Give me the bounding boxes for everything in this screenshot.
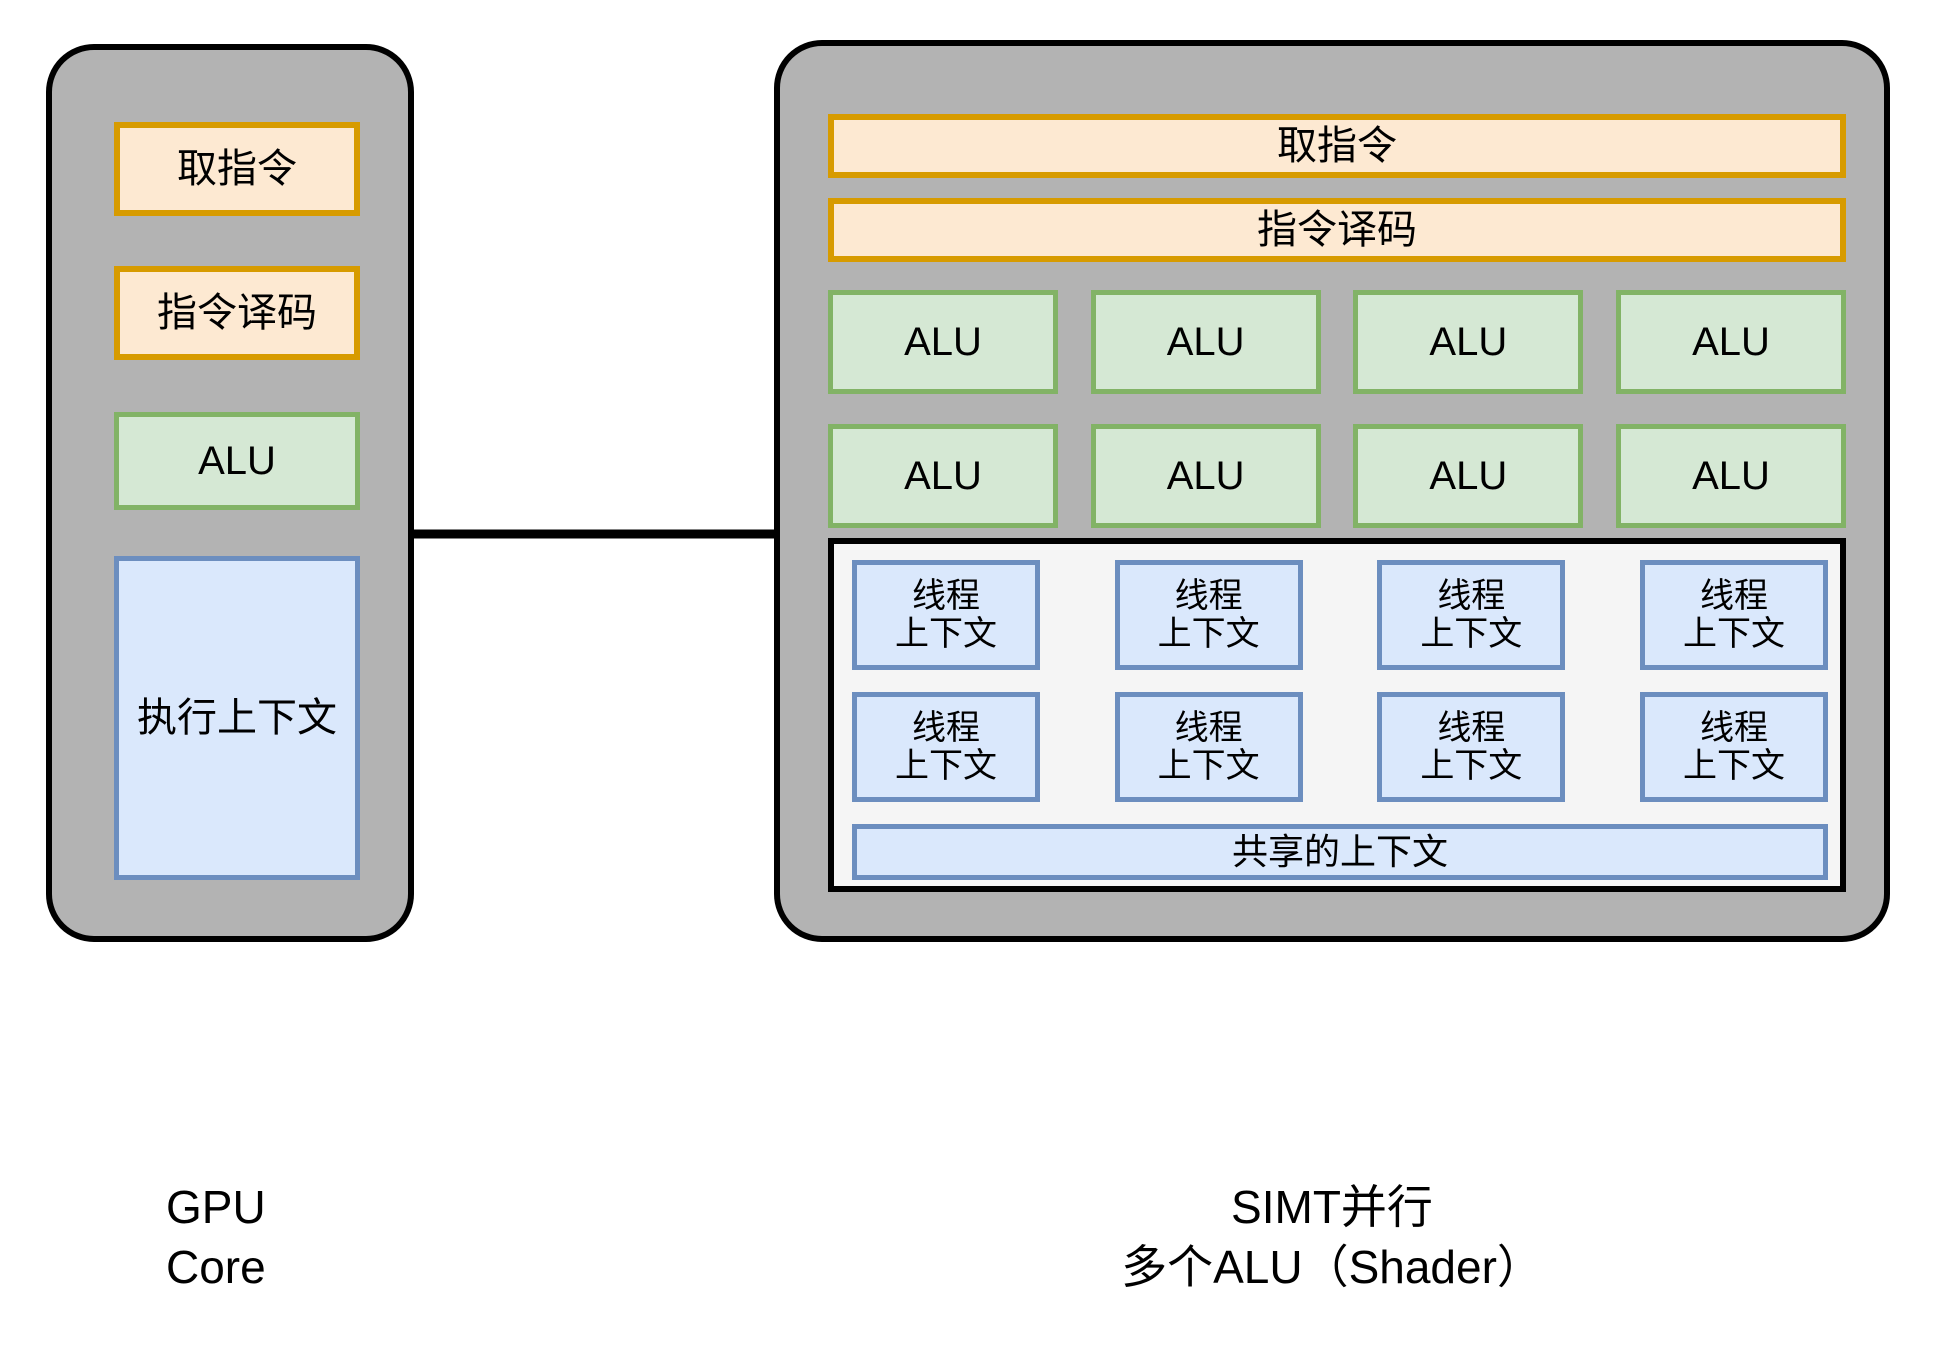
- alu-block: ALU: [1615, 424, 1846, 528]
- alu-block: ALU: [1090, 424, 1321, 528]
- thread-context-block: 线程 上下文: [1377, 692, 1566, 802]
- alu-block: ALU: [828, 290, 1058, 394]
- gpu-core-panel: 取指令 指令译码 ALU 执行上下文: [46, 44, 414, 942]
- right-decode-block: 指令译码: [828, 198, 1846, 262]
- alu-row-top: ALU ALU ALU ALU: [828, 290, 1846, 394]
- thread-context-block: 线程 上下文: [1377, 560, 1566, 670]
- thread-context-block: 线程 上下文: [852, 692, 1040, 802]
- thread-context-row-top: 线程 上下文 线程 上下文 线程 上下文 线程 上下文: [852, 560, 1828, 670]
- context-storage-container: 线程 上下文 线程 上下文 线程 上下文 线程 上下文 线程 上下文 线程 上下…: [828, 538, 1846, 892]
- thread-context-row-bottom: 线程 上下文 线程 上下文 线程 上下文 线程 上下文: [852, 692, 1828, 802]
- left-execution-context-block: 执行上下文: [114, 556, 360, 880]
- thread-context-block: 线程 上下文: [1114, 560, 1303, 670]
- alu-row-bottom: ALU ALU ALU ALU: [828, 424, 1846, 528]
- left-alu-block: ALU: [114, 412, 360, 510]
- alu-block: ALU: [1090, 290, 1321, 394]
- left-panel-caption: GPU Core: [166, 1181, 266, 1293]
- alu-block: ALU: [828, 424, 1058, 528]
- left-fetch-block: 取指令: [114, 122, 360, 216]
- right-panel-caption: SIMT并行 多个ALU（Shader）: [1121, 1181, 1543, 1293]
- alu-block: ALU: [1615, 290, 1846, 394]
- left-decode-block: 指令译码: [114, 266, 360, 360]
- thread-context-block: 线程 上下文: [1639, 692, 1828, 802]
- simt-shader-panel: 取指令 指令译码 ALU ALU ALU ALU ALU ALU ALU ALU…: [774, 40, 1890, 942]
- thread-context-block: 线程 上下文: [852, 560, 1040, 670]
- alu-block: ALU: [1353, 290, 1584, 394]
- alu-block: ALU: [1353, 424, 1584, 528]
- shared-context-block: 共享的上下文: [852, 824, 1828, 880]
- thread-context-block: 线程 上下文: [1114, 692, 1303, 802]
- right-fetch-block: 取指令: [828, 114, 1846, 178]
- thread-context-block: 线程 上下文: [1639, 560, 1828, 670]
